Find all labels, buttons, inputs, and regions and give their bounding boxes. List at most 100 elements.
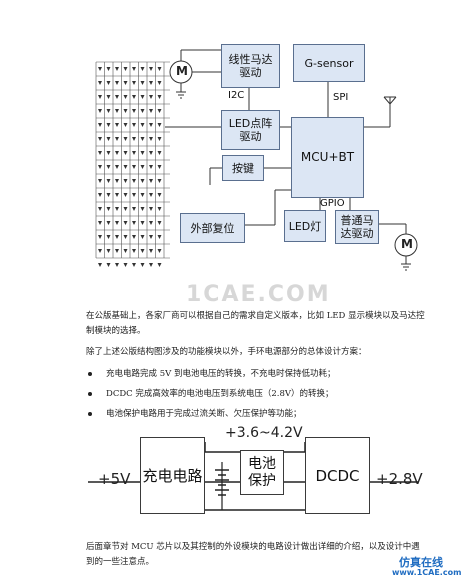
matrix-diode	[123, 207, 128, 211]
watermark-center: 1CAE.COM	[186, 282, 331, 307]
matrix-diode	[123, 95, 128, 99]
matrix-diode	[132, 263, 136, 267]
matrix-diode	[106, 151, 111, 155]
matrix-diode	[123, 137, 128, 141]
matrix-diode	[132, 207, 136, 211]
led-matrix-driver-box: LED点阵 驱动	[221, 110, 280, 150]
matrix-diode	[157, 95, 162, 99]
matrix-diode	[132, 109, 136, 113]
matrix-diode	[157, 207, 162, 211]
matrix-diode	[157, 249, 162, 253]
bullet-dot-icon	[88, 411, 92, 416]
matrix-diode	[115, 207, 119, 211]
matrix-diode	[98, 165, 102, 169]
output-voltage-label: +2.8V	[376, 470, 423, 488]
gpio-label: GPIO	[320, 198, 345, 209]
keys-box: 按键	[222, 155, 264, 181]
matrix-diode	[149, 165, 153, 169]
matrix-diode	[149, 123, 153, 127]
matrix-diode	[106, 179, 111, 183]
matrix-diode	[157, 151, 162, 155]
matrix-diode	[149, 67, 153, 71]
normal-motor-driver-box: 普通马 达驱动	[335, 210, 379, 244]
matrix-diode	[115, 179, 119, 183]
spi-label: SPI	[333, 92, 349, 103]
matrix-diode	[140, 137, 145, 141]
matrix-diode	[157, 193, 162, 197]
matrix-diode	[106, 263, 111, 267]
paragraph-2: 除了上述公版结构图涉及的功能模块以外，手环电源部分的总体设计方案：	[86, 347, 367, 357]
matrix-diode	[140, 123, 145, 127]
matrix-diode	[149, 151, 153, 155]
matrix-diode	[140, 165, 145, 169]
footer-url: www.1CAE.com	[392, 568, 462, 577]
matrix-diode	[123, 151, 128, 155]
matrix-diode	[140, 81, 145, 85]
matrix-diode	[132, 123, 136, 127]
matrix-diode	[157, 109, 162, 113]
matrix-diode	[115, 151, 119, 155]
matrix-diode	[132, 151, 136, 155]
matrix-diode	[98, 151, 102, 155]
matrix-diode	[115, 263, 119, 267]
matrix-diode	[98, 137, 102, 141]
matrix-diode	[106, 109, 111, 113]
matrix-diode	[149, 263, 153, 267]
matrix-diode	[132, 193, 136, 197]
rail-voltage-label: +3.6~4.2V	[225, 425, 303, 441]
matrix-diode	[157, 67, 162, 71]
dcdc-box: DCDC	[305, 437, 370, 514]
bullet-2-text: DCDC 完成高效率的电池电压到系统电压（2.8V）的转换；	[106, 389, 334, 399]
matrix-diode	[132, 221, 136, 225]
matrix-diode	[123, 179, 128, 183]
matrix-diode	[98, 95, 102, 99]
matrix-diode	[115, 109, 119, 113]
matrix-diode	[106, 95, 111, 99]
matrix-diode	[140, 151, 145, 155]
input-voltage-label: +5V	[98, 470, 131, 488]
matrix-diode	[98, 109, 102, 113]
matrix-diode	[149, 249, 153, 253]
matrix-diode	[123, 165, 128, 169]
matrix-diode	[149, 235, 153, 239]
charger-box: 充电电路	[140, 437, 205, 514]
matrix-diode	[132, 165, 136, 169]
matrix-diode	[106, 165, 111, 169]
matrix-diode	[132, 67, 136, 71]
matrix-diode	[149, 221, 153, 225]
bullet-dot-icon	[88, 391, 92, 396]
matrix-diode	[157, 137, 162, 141]
matrix-diode	[106, 235, 111, 239]
i2c-label: I2C	[228, 90, 245, 101]
motor-top-label: M	[176, 64, 188, 78]
matrix-diode	[132, 179, 136, 183]
matrix-diode	[140, 221, 145, 225]
matrix-diode	[140, 235, 145, 239]
led-dot-matrix	[95, 61, 170, 267]
matrix-diode	[98, 207, 102, 211]
matrix-diode	[157, 179, 162, 183]
linear-motor-driver-box: 线性马达 驱动	[221, 44, 280, 88]
matrix-diode	[115, 165, 119, 169]
matrix-diode	[115, 235, 119, 239]
matrix-diode	[132, 95, 136, 99]
matrix-diode	[157, 221, 162, 225]
matrix-diode	[98, 67, 102, 71]
block-diagram-lines	[95, 49, 418, 271]
matrix-diode	[140, 263, 145, 267]
matrix-diode	[98, 221, 102, 225]
matrix-diode	[123, 123, 128, 127]
matrix-diode	[149, 109, 153, 113]
matrix-diode	[140, 67, 145, 71]
matrix-diode	[106, 137, 111, 141]
matrix-diode	[115, 95, 119, 99]
bullet-3: 电池保护电路用于完成过流关断、欠压保护等功能；	[88, 407, 302, 419]
matrix-diode	[123, 263, 128, 267]
matrix-diode	[98, 193, 102, 197]
matrix-diode	[157, 235, 162, 239]
matrix-diode	[106, 207, 111, 211]
matrix-diode	[149, 81, 153, 85]
g-sensor-box: G-sensor	[293, 44, 365, 82]
matrix-diode	[132, 235, 136, 239]
external-reset-box: 外部复位	[180, 213, 245, 243]
